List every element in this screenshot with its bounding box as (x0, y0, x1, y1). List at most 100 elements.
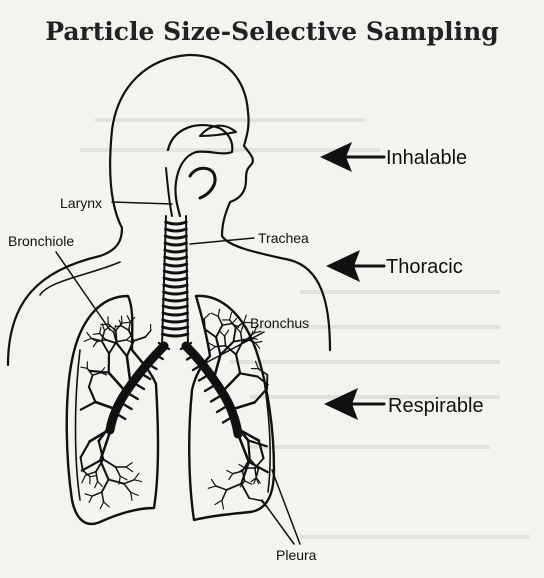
bronchiole-branch (216, 325, 222, 337)
arrow-inhalable: Inhalable (320, 142, 467, 172)
bronchiole-branch (129, 322, 131, 331)
bronchiole-branch (222, 373, 240, 392)
bronchiole-branch (100, 327, 101, 333)
bronchiole-branch (81, 458, 83, 471)
label-respirable: Respirable (388, 395, 484, 417)
bronchiole-branch (92, 492, 102, 496)
bronchiole-branch (81, 367, 87, 368)
bronchiole-branch (255, 342, 261, 343)
trachea-ring (164, 285, 187, 287)
trachea-ring (163, 313, 187, 315)
leader-bronchiole (56, 252, 110, 330)
trachea-ring (165, 264, 187, 266)
bronchiole-branch (96, 472, 98, 482)
leader-pleura-a (262, 500, 294, 544)
bronchiole-branch (126, 463, 132, 467)
bronchiole-branch (98, 481, 103, 486)
bronchiole-branch (232, 318, 236, 323)
bronchiole-branch (256, 469, 258, 478)
bronchiole-branch (117, 343, 127, 356)
bronchiole-branch (222, 500, 224, 509)
bronchiole-branch (81, 402, 96, 410)
label-thoracic: Thoracic (386, 256, 463, 278)
bronchiole-branch (127, 356, 130, 380)
diagram-title: Particle Size-Selective Sampling (45, 17, 499, 46)
bronchiole-branch (89, 496, 92, 502)
bronchiole-branch (131, 492, 132, 500)
trachea-ring (164, 271, 187, 273)
bronchiole-branch (234, 328, 236, 342)
bronchiole-branch (102, 492, 104, 502)
shoulder-inner-left (40, 262, 120, 295)
bronchiole-branch (225, 336, 226, 346)
bronchiole-branch (209, 343, 216, 346)
bronchiole-branch (134, 473, 139, 480)
label-larynx: Larynx (60, 195, 102, 211)
bronchiole-branch (93, 334, 99, 335)
bronchiole-branch (236, 327, 241, 332)
bronchiole-branch (227, 470, 233, 473)
bronchus-ring (205, 385, 215, 391)
bronchiole-branch (90, 476, 97, 477)
bronchiole-branch (131, 492, 139, 495)
bronchiole-branch (211, 313, 218, 316)
trachea-ring (163, 320, 188, 322)
arrow-thoracic: Thoracic (326, 250, 463, 282)
pleura-left-edge (76, 350, 81, 500)
bronchiole-branch (218, 309, 220, 316)
bronchiole-branch (93, 373, 101, 376)
bronchiole-branch (204, 314, 210, 319)
bronchiole-branch (240, 373, 258, 376)
bronchiole-branch (90, 371, 109, 373)
trachea-ring (164, 292, 188, 294)
trachea-ring (165, 236, 186, 238)
label-inhalable: Inhalable (386, 147, 467, 169)
bronchiole-branch (102, 341, 109, 354)
bronchiole-branch (233, 471, 243, 473)
bronchiole-branch (229, 474, 233, 480)
bronchiole-branch (81, 441, 90, 457)
bronchus-ring (217, 406, 227, 412)
bronchiole-branch (87, 333, 92, 339)
trachea-ring (163, 306, 187, 308)
trachea-ring (166, 222, 186, 224)
bronchiole-branch (122, 322, 129, 323)
bronchiole-branch (215, 346, 225, 347)
bronchus-ring (128, 393, 138, 399)
bronchiole-branch (248, 440, 250, 459)
bronchiole-branch (249, 498, 261, 500)
airway-cavity (166, 125, 236, 216)
bronchiole-branch (89, 375, 93, 387)
bronchiole-branch (244, 315, 247, 322)
label-pleura: Pleura (276, 547, 317, 563)
bronchiole-branch (210, 347, 216, 351)
bronchiole-branch (225, 330, 229, 336)
leader-larynx (112, 202, 172, 204)
bronchiole-branch (93, 342, 97, 347)
bronchiole-branch (122, 326, 129, 330)
bronchiole-branch (215, 500, 222, 504)
trachea-ring (163, 299, 187, 301)
bronchiole-branch (126, 467, 133, 472)
bronchiole-branch (216, 486, 227, 490)
label-trachea: Trachea (258, 230, 309, 246)
bronchiole-branch (106, 340, 117, 344)
bronchiole-branch (124, 480, 134, 484)
trachea-tube (162, 216, 188, 346)
bronchiole-branch (241, 484, 249, 499)
bronchiole-branch (89, 387, 96, 402)
bronchiole-branch (102, 480, 109, 493)
trachea-ring (165, 250, 187, 252)
bronchiole-branch (145, 331, 151, 338)
bronchiole-branch (127, 316, 130, 322)
bronchiole-branch (100, 502, 103, 509)
bronchiole-branch (84, 338, 91, 341)
bronchiole-branch (116, 331, 117, 344)
bronchiole-branch (103, 459, 115, 467)
bronchial-tree (81, 309, 268, 509)
bronchiole-branch (218, 316, 222, 325)
bronchiole-branch (219, 331, 224, 336)
bronchiole-branch (95, 481, 98, 487)
bronchiole-branch (104, 502, 110, 507)
